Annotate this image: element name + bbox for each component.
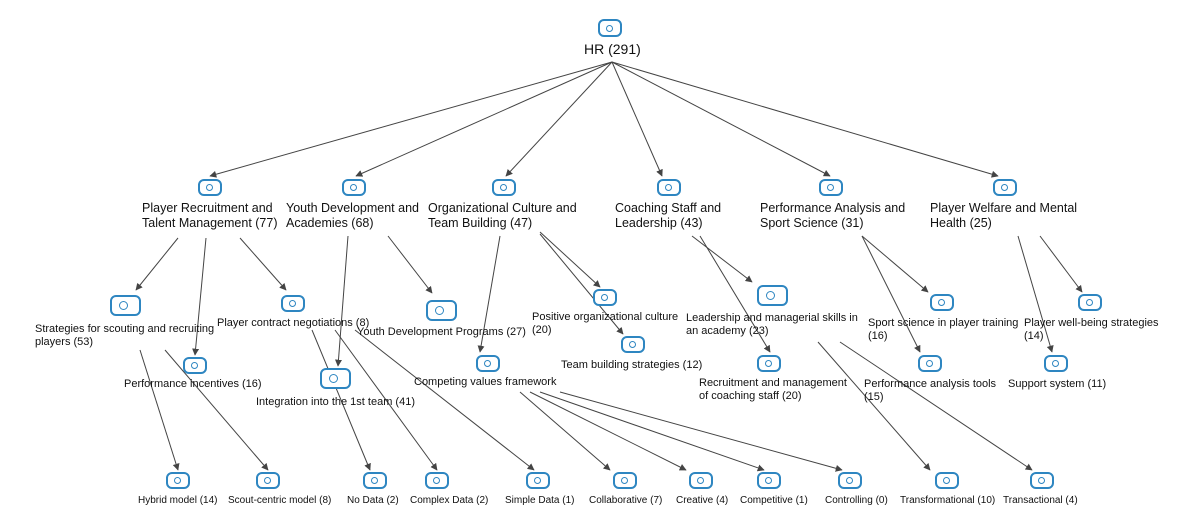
category-label-coaching: Coaching Staff and Leadership (43) [615, 201, 722, 230]
leaf-icon-transformational[interactable] [935, 472, 959, 489]
category-label-welfare: Player Welfare and Mental Health (25) [930, 201, 1078, 230]
edge-arrow [239, 237, 287, 291]
edge-arrow [519, 391, 611, 471]
subtopic-icon-integration[interactable] [320, 368, 351, 389]
edge-arrow [699, 235, 771, 353]
subtopic-label-contracts: Player contract negotiations (8) [217, 317, 370, 329]
edge-arrow [529, 391, 687, 471]
subtopic-label-youth-programs: Youth Development Programs (27) [357, 326, 526, 338]
edge-arrow [1017, 235, 1054, 353]
subtopic-label-leadership: Leadership and managerial skills in an a… [686, 312, 858, 338]
subtopic-icon-coach-recruitment[interactable] [757, 355, 781, 372]
category-icon-recruitment[interactable] [198, 179, 222, 196]
leaf-icon-collaborative[interactable] [613, 472, 637, 489]
subtopic-label-incentives: Performance incentives (16) [124, 378, 262, 390]
leaf-icon-hybrid[interactable] [166, 472, 190, 489]
subtopic-icon-youth-programs[interactable] [426, 300, 457, 321]
subtopic-icon-support[interactable] [1044, 355, 1068, 372]
category-icon-culture[interactable] [492, 179, 516, 196]
edge-arrow [354, 329, 535, 471]
edge-arrow [334, 235, 349, 367]
leaf-label-scout-centric: Scout-centric model (8) [228, 495, 332, 506]
subtopic-icon-team-building[interactable] [621, 336, 645, 353]
leaf-label-no-data: No Data (2) [347, 495, 399, 506]
edge-arrow [611, 61, 831, 177]
subtopic-label-support: Support system (11) [1008, 378, 1107, 390]
leaf-label-controlling: Controlling (0) [825, 495, 888, 506]
leaf-icon-complex-data[interactable] [425, 472, 449, 489]
subtopic-icon-well-being[interactable] [1078, 294, 1102, 311]
edge-arrow [135, 237, 179, 291]
category-icon-welfare[interactable] [993, 179, 1017, 196]
leaf-icon-simple-data[interactable] [526, 472, 550, 489]
category-icon-performance[interactable] [819, 179, 843, 196]
edge-arrow [192, 237, 207, 356]
edge-arrow [691, 235, 753, 283]
edge-arrow [861, 235, 921, 353]
subtopic-icon-scouting[interactable] [110, 295, 141, 316]
root-label: HR (291) [584, 41, 641, 57]
category-label-culture: Organizational Culture and Team Building… [428, 201, 577, 230]
leaf-label-collaborative: Collaborative (7) [589, 495, 663, 506]
leaf-icon-transactional[interactable] [1030, 472, 1054, 489]
leaf-label-competitive: Competitive (1) [740, 495, 808, 506]
subtopic-label-competing-values: Competing values framework [414, 376, 557, 388]
leaf-label-transactional: Transactional (4) [1003, 495, 1078, 506]
subtopic-icon-incentives[interactable] [183, 357, 207, 374]
leaf-label-transformational: Transformational (10) [900, 495, 996, 506]
subtopic-icon-contracts[interactable] [281, 295, 305, 312]
subtopic-icon-positive-culture[interactable] [593, 289, 617, 306]
edge-arrow [839, 341, 1033, 471]
edge-arrow [611, 61, 663, 177]
subtopic-label-positive-culture: Positive organizational culture (20) [532, 311, 679, 337]
category-label-recruitment: Player Recruitment and Talent Management… [142, 201, 278, 230]
subtopic-icon-competing-values[interactable] [476, 355, 500, 372]
edge-arrow [164, 349, 269, 471]
edge-arrow [539, 231, 601, 288]
edge-arrow [387, 235, 433, 294]
edge-arrow [861, 235, 929, 293]
category-label-youth: Youth Development and Academies (68) [286, 201, 419, 230]
leaf-label-complex-data: Complex Data (2) [410, 495, 489, 506]
edge-arrow [539, 233, 624, 335]
edge-arrow [334, 329, 438, 471]
edge-arrow [559, 391, 843, 472]
leaf-label-hybrid: Hybrid model (14) [138, 495, 218, 506]
leaf-icon-creative[interactable] [689, 472, 713, 489]
leaf-icon-competitive[interactable] [757, 472, 781, 489]
leaf-icon-controlling[interactable] [838, 472, 862, 489]
edge-arrow [355, 61, 613, 177]
subtopic-label-team-building: Team building strategies (12) [561, 359, 703, 371]
subtopic-icon-leadership[interactable] [757, 285, 788, 306]
edge-arrow [139, 349, 180, 471]
subtopic-label-analysis-tools: Performance analysis tools (15) [864, 378, 997, 404]
edge-arrow [1039, 235, 1083, 293]
edge-arrow [817, 341, 931, 471]
subtopic-label-well-being: Player well-being strategies (14) [1024, 317, 1159, 343]
leaf-icon-no-data[interactable] [363, 472, 387, 489]
leaf-label-creative: Creative (4) [676, 495, 729, 506]
edge-arrow [311, 329, 371, 471]
subtopic-label-integration: Integration into the 1st team (41) [256, 396, 415, 408]
category-icon-youth[interactable] [342, 179, 366, 196]
category-label-performance: Performance Analysis and Sport Science (… [760, 201, 906, 230]
leaf-label-simple-data: Simple Data (1) [505, 495, 575, 506]
edge-arrow [505, 61, 613, 177]
subtopic-label-coach-recruitment: Recruitment and management of coaching s… [699, 377, 847, 403]
edge-arrow [209, 61, 613, 178]
category-icon-coaching[interactable] [657, 179, 681, 196]
subtopic-label-scouting: Strategies for scouting and recruiting p… [35, 323, 215, 349]
subtopic-icon-analysis-tools[interactable] [918, 355, 942, 372]
subtopic-label-sport-science: Sport science in player training (16) [868, 317, 1019, 343]
subtopic-icon-sport-science[interactable] [930, 294, 954, 311]
leaf-icon-scout-centric[interactable] [256, 472, 280, 489]
edge-arrow [477, 235, 501, 353]
root-node-icon[interactable] [598, 19, 622, 37]
edge-arrow [539, 391, 765, 472]
edge-arrow [611, 61, 999, 178]
